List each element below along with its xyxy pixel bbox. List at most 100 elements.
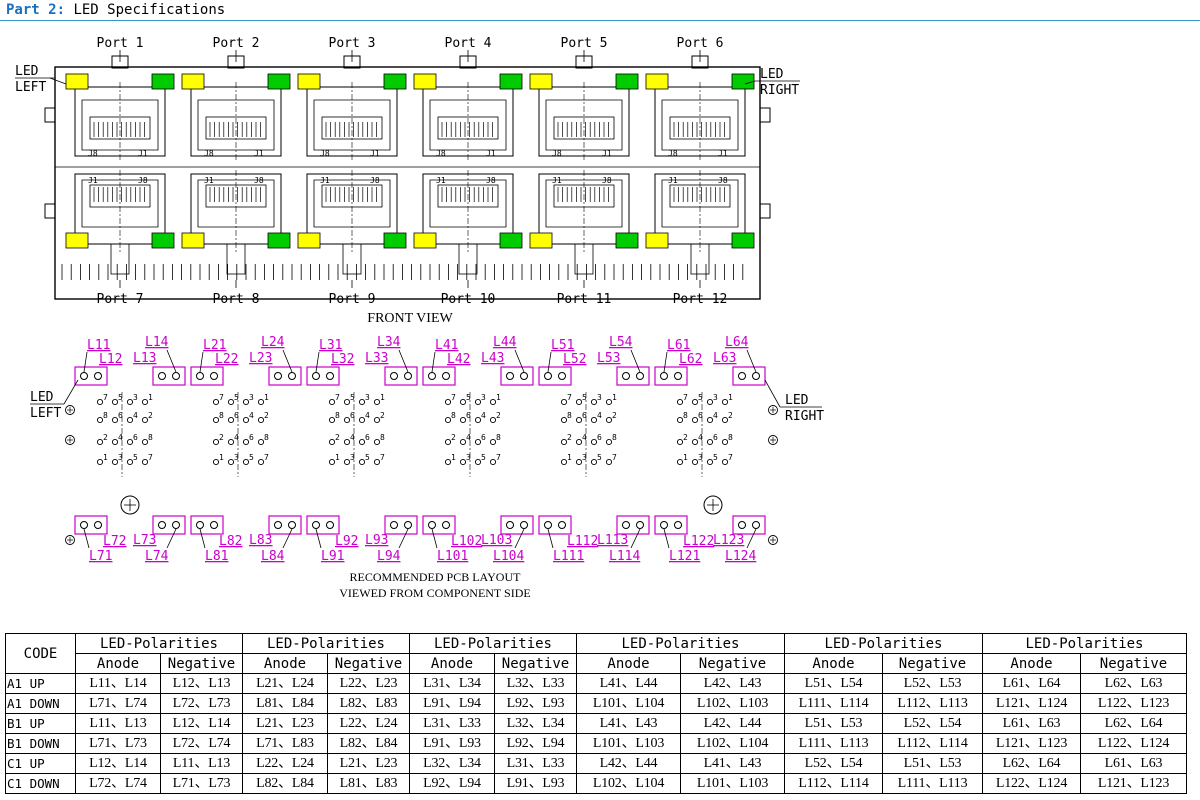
anode-cell: L61、L64 <box>982 673 1081 694</box>
negative-cell: L32、L34 <box>494 713 577 734</box>
led-yellow-upper <box>529 73 553 90</box>
pcb-pin <box>691 398 699 406</box>
led-pad <box>158 372 166 380</box>
pcb-leader <box>398 349 409 373</box>
led-green-upper <box>383 73 407 90</box>
pcb-pin <box>489 398 497 406</box>
led-pad <box>660 521 668 529</box>
pcb-pin <box>444 398 452 406</box>
led-pad <box>506 372 514 380</box>
pcb-pin-number: 4 <box>118 433 123 442</box>
mounting-hole <box>768 405 778 415</box>
anode-cell: L121、L124 <box>982 693 1081 714</box>
jack-pin-label: J1 <box>436 176 446 185</box>
pcb-leader <box>166 528 177 549</box>
pcb-led-label: L71 <box>89 549 112 564</box>
led-green-lower <box>151 232 175 249</box>
pcb-pin-number: 2 <box>683 433 688 442</box>
jack-pin-label: J8 <box>552 149 562 158</box>
led-pad <box>274 521 282 529</box>
table-header-row: CODE LED-Polarities LED-Polarities LED-P… <box>5 633 1187 674</box>
pcb-leader <box>547 528 554 549</box>
anode-cell: L32、L34 <box>409 753 495 774</box>
mounting-hole <box>65 405 75 415</box>
led-pad <box>674 372 682 380</box>
pcb-led-label: L74 <box>145 549 169 564</box>
pcb-pin-number: 1 <box>728 393 733 402</box>
pcb-pin <box>590 458 598 466</box>
pcb-caption-line2: VIEWED FROM COMPONENT SIDE <box>339 586 530 600</box>
led-green-lower <box>731 232 755 249</box>
pcb-led-right-leader <box>764 379 781 408</box>
pcb-pin-number: 6 <box>582 411 587 420</box>
pcb-led-label: L103 <box>481 533 512 548</box>
upper-jack-cavity <box>313 99 391 151</box>
latch-tab <box>459 55 477 69</box>
led-pad <box>390 372 398 380</box>
anode-cell: L41、L44 <box>576 673 681 694</box>
led-pad-box <box>384 515 418 535</box>
led-pad <box>196 372 204 380</box>
led-pad <box>274 372 282 380</box>
upper-jack-outline <box>654 86 746 157</box>
pcb-pin-number: 2 <box>219 433 224 442</box>
pcb-pin <box>373 398 381 406</box>
anode-cell: L12、L14 <box>75 753 161 774</box>
section-part-label: Part 2: <box>6 2 66 18</box>
pcb-pin <box>358 416 366 424</box>
polarity-group-header: LED-Polarities <box>409 633 577 654</box>
pcb-pin-number: 2 <box>264 411 269 420</box>
pcb-pin <box>242 438 250 446</box>
pcb-pin <box>560 398 568 406</box>
jack-pin-label: J1 <box>88 176 98 185</box>
pcb-pin-number: 3 <box>466 453 471 462</box>
led-green-upper <box>615 73 639 90</box>
lower-jack-cavity <box>197 179 275 228</box>
pcb-pin-number: 3 <box>582 453 587 462</box>
pcb-pin-number: 5 <box>698 393 703 402</box>
negative-cell: L11、L13 <box>160 753 243 774</box>
pcb-pin-number: 6 <box>234 411 239 420</box>
bottom-post <box>342 243 362 275</box>
pcb-pin <box>459 416 467 424</box>
led-pad-box <box>732 366 766 386</box>
led-green-lower <box>499 232 523 249</box>
led-green-upper <box>151 73 175 90</box>
led-pad <box>752 372 760 380</box>
pcb-led-label: L64 <box>725 335 749 350</box>
led-pad <box>506 521 514 529</box>
code-cell: B1 DOWN <box>5 733 76 754</box>
pcb-pin <box>605 438 613 446</box>
pcb-pin <box>474 438 482 446</box>
pcb-pin-number: 8 <box>683 411 688 420</box>
led-pad <box>558 521 566 529</box>
negative-cell: L61、L63 <box>1080 753 1187 774</box>
housing-outline <box>54 66 761 300</box>
led-pad <box>428 521 436 529</box>
pcb-pin-number: 3 <box>234 453 239 462</box>
pcb-leader <box>315 528 322 549</box>
led-pad <box>326 521 334 529</box>
pcb-leader <box>398 528 409 549</box>
led-pad <box>172 521 180 529</box>
pcb-pin <box>111 458 119 466</box>
led-yellow-upper <box>65 73 89 90</box>
pcb-led-label: L24 <box>261 335 285 350</box>
top-port-label: Port 2 <box>213 36 260 51</box>
lower-jack-cavity <box>313 179 391 228</box>
code-header: CODE <box>5 633 76 674</box>
pcb-pin <box>227 416 235 424</box>
latch-tab <box>343 55 361 69</box>
led-pad <box>558 372 566 380</box>
led-pad <box>326 372 334 380</box>
pcb-pin <box>126 398 134 406</box>
led-green-upper <box>731 73 755 90</box>
jack-pin-label: J8 <box>138 176 148 185</box>
led-pad <box>622 521 630 529</box>
pcb-pin <box>676 458 684 466</box>
pcb-pin-number: 8 <box>219 411 224 420</box>
pcb-pin <box>721 438 729 446</box>
anode-header: Anode <box>784 653 883 674</box>
